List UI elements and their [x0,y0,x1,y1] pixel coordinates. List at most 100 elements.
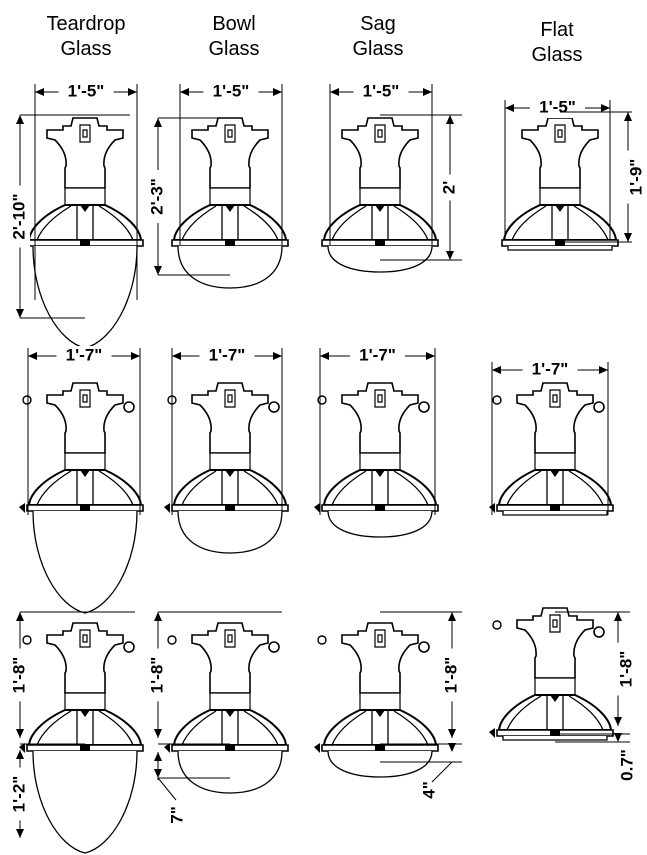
row3-teardrop-fixture-left-wing-nut-icon [19,743,25,753]
row2-bowl-width-arrow-left [172,352,181,360]
row3-sag-glass-leader [431,761,453,783]
row1-bowl-height-arrow-top [154,118,162,127]
row3-bowl-body-height-label-bg [148,648,168,702]
row1-sag-height-arrow-bottom [446,251,454,260]
row1-sag-height-label-bg [440,174,460,201]
row1-sag-fixture-housing [321,117,439,249]
row1-teardrop-height-arrow-bottom [16,309,24,318]
row3-flat-body-height-arrow-top [614,612,622,621]
row2-bowl-fixture-left-wing-nut-icon [164,503,170,513]
row3-flat-glass-arrow [614,733,622,742]
row3-bowl-fixture [164,622,289,794]
row2-bowl-width-label-bg [199,346,255,366]
row1-bowl-fixture-glass-bowl [177,245,283,289]
row2-teardrop-fixture-glass-teardrop [32,510,138,614]
row1-flat-width-arrow-left [505,104,514,112]
row1-flat-height-label-bg [627,150,647,204]
row3-bowl-fixture-left-latch-icon [167,635,177,645]
row2-teardrop-fixture-right-knob-icon [123,401,135,413]
header-flat-line2: Glass [531,44,583,66]
row2-teardrop-fixture-left-wing-nut-icon [19,503,25,513]
row3-flat-fixture [489,607,614,741]
row1-sag-width-arrow-left [330,88,339,96]
row3-flat-body-height-label-bg [617,642,637,696]
row3-sag-fixture-left-wing-nut-icon [314,743,320,753]
row3-sag-body-height-label-bg [442,648,462,702]
row2-flat-fixture-glass-flat [502,511,608,516]
row2-bowl-fixture-glass-bowl [177,510,283,554]
row3-flat-body-height-label: 1'-8" [616,651,635,688]
row1-bowl-width-label: 1'-5" [213,81,250,100]
row3-flat-glass-label: 0.7" [617,749,636,781]
row2-flat-width-label-bg [522,360,578,380]
row3-teardrop-body-height-arrow-bottom [16,729,24,738]
row3-bowl-body-height-arrow-top [154,612,162,621]
row1-bowl-fixture-housing [171,117,289,249]
row3-teardrop-fixture-left-latch-icon [22,635,32,645]
row3-sag-fixture-left-latch-icon [317,635,327,645]
row2-teardrop-fixture-left-latch-icon [22,395,32,405]
row3-flat-fixture-left-wing-nut-icon [489,728,495,738]
row3-teardrop-body-height-arrow-top [16,612,24,621]
row1-teardrop-width-arrow-right [128,88,137,96]
row2-flat-fixture-left-latch-icon [492,395,502,405]
header-teardrop: Teardrop Glass [31,12,141,62]
row3-sag-glass-arrow [448,743,456,752]
row1-sag-fixture-glass-sag [327,245,433,273]
row2-sag-fixture-left-wing-nut-icon [314,503,320,513]
row1-bowl-height-label-bg [148,170,168,223]
row3-sag-fixture-glass-sag [327,750,433,778]
row1-bowl-width-label-bg [203,82,259,102]
row3-bowl-glass-arrow-bottom [154,769,162,778]
row1-bowl-width-arrow-right [273,88,282,96]
header-sag-line2: Glass [352,38,404,60]
row3-teardrop-fixture [19,622,144,854]
header-teardrop-line1: Teardrop [46,13,126,35]
row1-teardrop-height-label: 2'-10" [9,193,28,239]
row1-sag-width-label-bg [353,82,409,102]
row3-teardrop-fixture-right-knob-icon [123,641,135,653]
header-teardrop-line2: Glass [60,38,112,60]
row3-flat-fixture-right-knob-icon [593,626,605,638]
row3-bowl-fixture-glass-bowl [177,750,283,794]
row2-sag-width-arrow-left [320,352,329,360]
row3-teardrop-glass-height-label: 1'-2" [9,776,28,813]
row1-teardrop-fixture [26,117,144,349]
row2-teardrop-width-arrow-left [28,352,37,360]
row1-flat-fixture-housing [501,117,619,249]
row1-teardrop-width-label-bg [58,82,114,102]
row2-teardrop-width-arrow-right [131,352,140,360]
row2-sag-fixture [314,382,439,538]
row1-teardrop-width-label: 1'-5" [68,81,105,100]
row3-flat-fixture-glass-flat [502,736,608,741]
row3-flat-body-height-arrow-bottom [614,717,622,726]
row1-sag-width-arrow-right [423,88,432,96]
header-flat: Flat Glass [502,18,612,68]
row1-bowl-height-arrow-bottom [154,266,162,275]
row3-bowl-glass-leader [157,777,177,801]
row2-sag-width-arrow-right [426,352,435,360]
row3-teardrop-fixture-glass-teardrop [32,750,138,854]
row1-flat-fixture-glass-flat [507,246,613,251]
row3-bowl-glass-label: 7" [167,806,186,824]
header-sag-line1: Sag [360,13,396,35]
row1-flat-width-label: 1'-5" [539,97,576,116]
row3-teardrop-glass-height-arrow-top [16,750,24,759]
row2-sag-width-label: 1'-7" [359,345,396,364]
row2-flat-width-label: 1'-7" [532,359,569,378]
row3-bowl-body-height-arrow-bottom [154,729,162,738]
row3-bowl-fixture-left-wing-nut-icon [164,743,170,753]
row3-teardrop-body-height-label-bg [10,648,30,702]
header-flat-line1: Flat [540,19,574,41]
row1-flat-fixture [501,117,619,251]
header-sag: Sag Glass [323,12,433,62]
row3-teardrop-glass-height-arrow-bottom [16,829,24,838]
row3-sag-glass-label: 4" [419,781,438,799]
row2-bowl-fixture [164,382,289,554]
row3-sag-body-height-label: 1'-8" [441,657,460,694]
row2-teardrop-width-label: 1'-7" [66,345,103,364]
row2-flat-width-arrow-right [599,366,608,374]
row2-flat-fixture [489,382,614,516]
row2-sag-fixture-glass-sag [327,510,433,538]
